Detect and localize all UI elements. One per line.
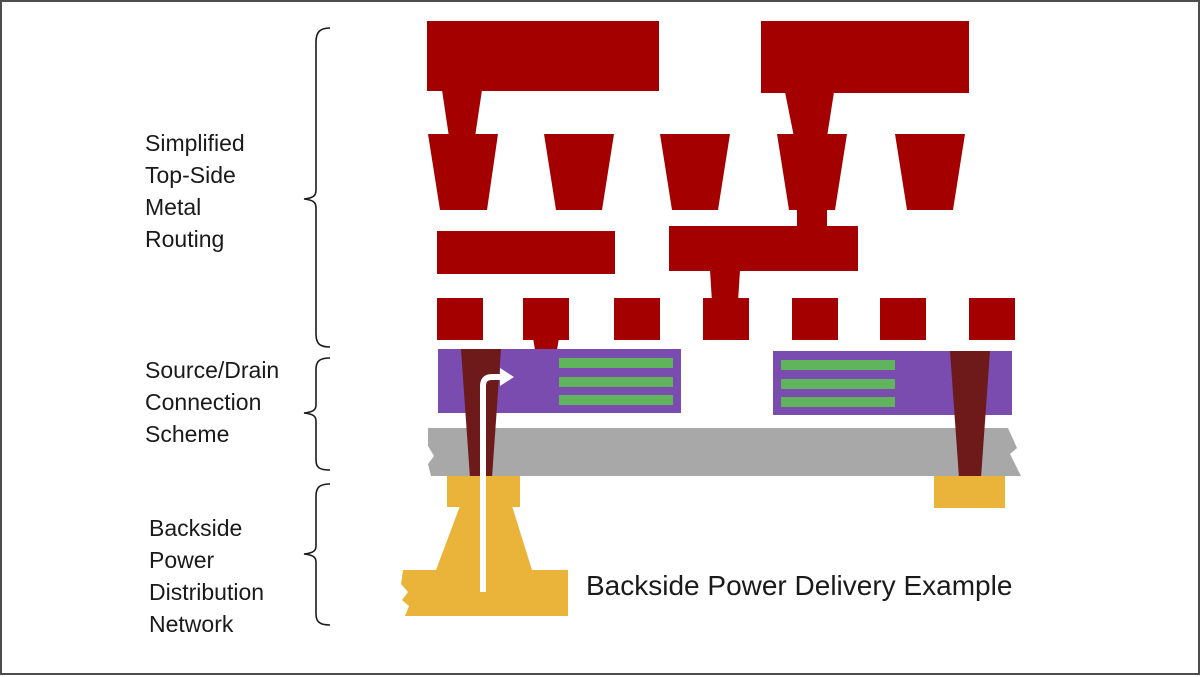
trapezoid-via-5 bbox=[895, 134, 965, 210]
top-metal-layer bbox=[427, 21, 969, 137]
label-top-side-routing: Simplified Top-Side Metal Routing bbox=[145, 127, 245, 255]
label-source-drain: Source/Drain Connection Scheme bbox=[145, 354, 279, 450]
trapezoid-via-3 bbox=[660, 134, 730, 210]
trapezoid-via-4 bbox=[777, 134, 847, 210]
bracket-top-side-routing bbox=[303, 27, 331, 348]
top-via-left bbox=[442, 90, 482, 137]
arrow-head-icon bbox=[500, 368, 514, 386]
label-top-side-line-1: Simplified bbox=[145, 130, 245, 156]
middle-via-stem bbox=[710, 270, 740, 302]
channel-left-3 bbox=[559, 395, 673, 405]
label-backside-line-2: Power bbox=[149, 547, 215, 573]
label-backside-line-4: Network bbox=[149, 611, 234, 637]
diagram-caption: Backside Power Delivery Example bbox=[586, 570, 1013, 601]
label-source-drain-line-3: Scheme bbox=[145, 421, 230, 447]
via-row-trapezoids bbox=[428, 134, 965, 236]
contact-3 bbox=[614, 298, 660, 340]
label-backside-power: Backside Power Distribution Network bbox=[149, 512, 264, 640]
bracket-backside-power bbox=[303, 483, 331, 626]
middle-metal-layer bbox=[437, 226, 858, 302]
backside-power-rail bbox=[401, 570, 568, 616]
contact-4 bbox=[703, 298, 749, 340]
middle-metal-bar-right bbox=[669, 226, 858, 271]
backside-via-right bbox=[950, 351, 990, 478]
channel-left-2 bbox=[559, 377, 673, 387]
label-top-side-line-3: Metal bbox=[145, 194, 202, 220]
label-top-side-line-4: Routing bbox=[145, 226, 225, 252]
label-source-drain-line-1: Source/Drain bbox=[145, 357, 280, 383]
label-source-drain-line-2: Connection bbox=[145, 389, 262, 415]
contact-5 bbox=[792, 298, 838, 340]
bracket-source-drain bbox=[303, 357, 331, 471]
contact-6 bbox=[880, 298, 926, 340]
contact-1 bbox=[437, 298, 483, 340]
label-top-side-line-2: Top-Side bbox=[145, 162, 236, 188]
contact-7 bbox=[969, 298, 1015, 340]
contact-2-stem bbox=[533, 338, 559, 350]
channel-right-1 bbox=[781, 360, 895, 370]
power-flow-arrow bbox=[480, 368, 514, 592]
channel-stack-left bbox=[559, 358, 673, 405]
substrate-layer bbox=[428, 428, 1021, 476]
power-flow-arrow-line bbox=[480, 374, 502, 592]
top-metal-bar-left bbox=[427, 21, 659, 91]
label-backside-line-3: Distribution bbox=[149, 579, 265, 605]
channel-right-3 bbox=[781, 397, 895, 407]
brackets bbox=[303, 27, 331, 626]
label-backside-line-1: Backside bbox=[149, 515, 243, 541]
trapezoid-via-2 bbox=[544, 134, 614, 210]
middle-metal-bar-left bbox=[437, 231, 615, 274]
channel-right-2 bbox=[781, 379, 895, 389]
contact-2 bbox=[523, 298, 569, 340]
contact-row bbox=[437, 298, 1015, 350]
backside-pad-right bbox=[934, 476, 1005, 508]
top-via-right bbox=[785, 92, 834, 137]
source-drain-layer bbox=[438, 349, 1012, 415]
trapezoid-via-1 bbox=[428, 134, 498, 210]
channel-stack-right bbox=[781, 360, 895, 407]
channel-left-1 bbox=[559, 358, 673, 368]
top-metal-bar-right bbox=[761, 21, 969, 93]
